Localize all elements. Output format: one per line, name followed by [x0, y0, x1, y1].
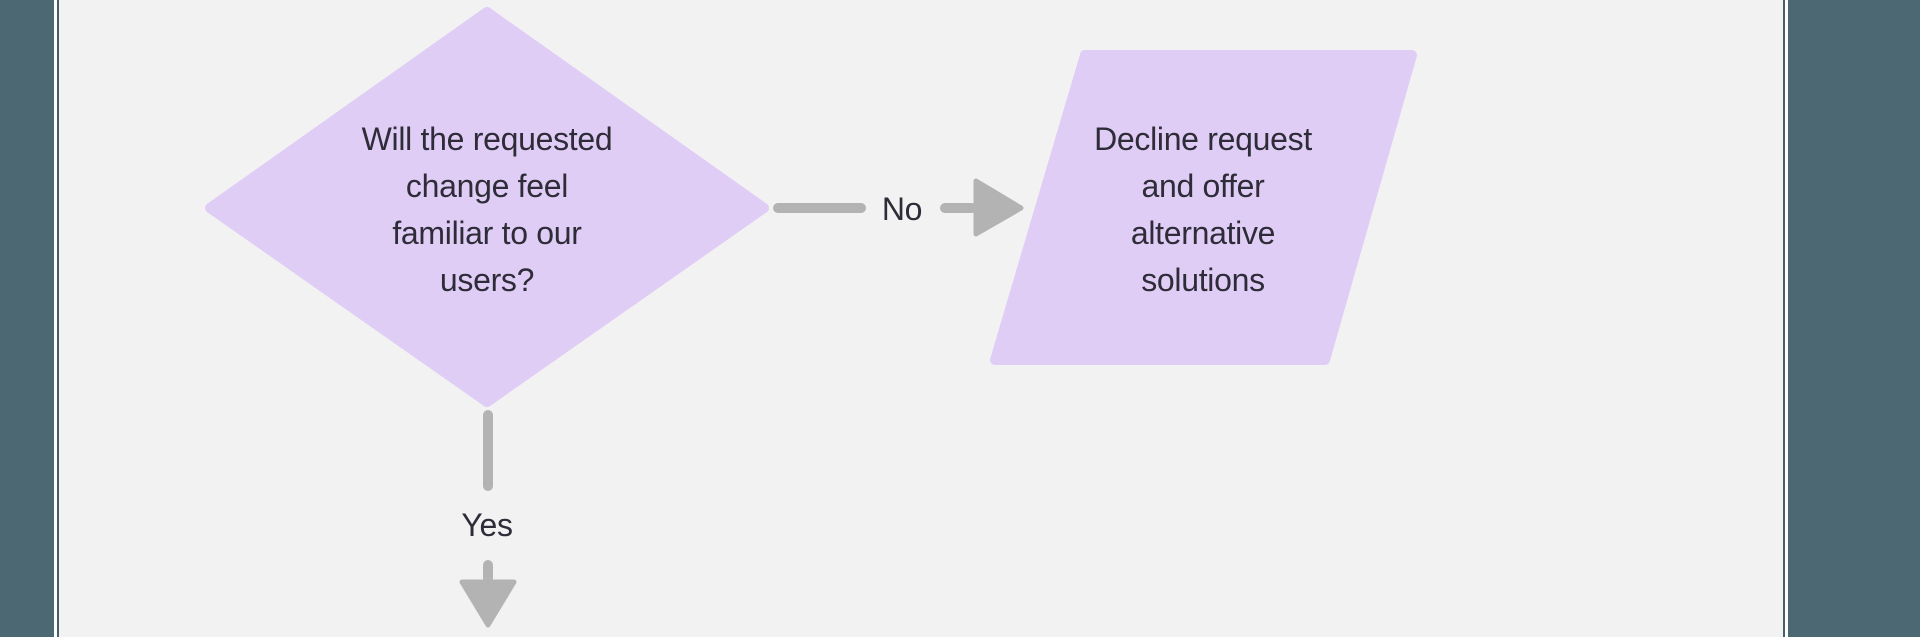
- no-edge-label[interactable]: No: [881, 191, 923, 227]
- yes-edge-label[interactable]: Yes: [461, 507, 513, 543]
- page-edge-left: [57, 0, 59, 637]
- workspace-background-left: [0, 0, 54, 637]
- workspace-background-right: [1788, 0, 1920, 637]
- page-edge-right: [1783, 0, 1785, 637]
- flowchart-canvas[interactable]: [59, 0, 1783, 637]
